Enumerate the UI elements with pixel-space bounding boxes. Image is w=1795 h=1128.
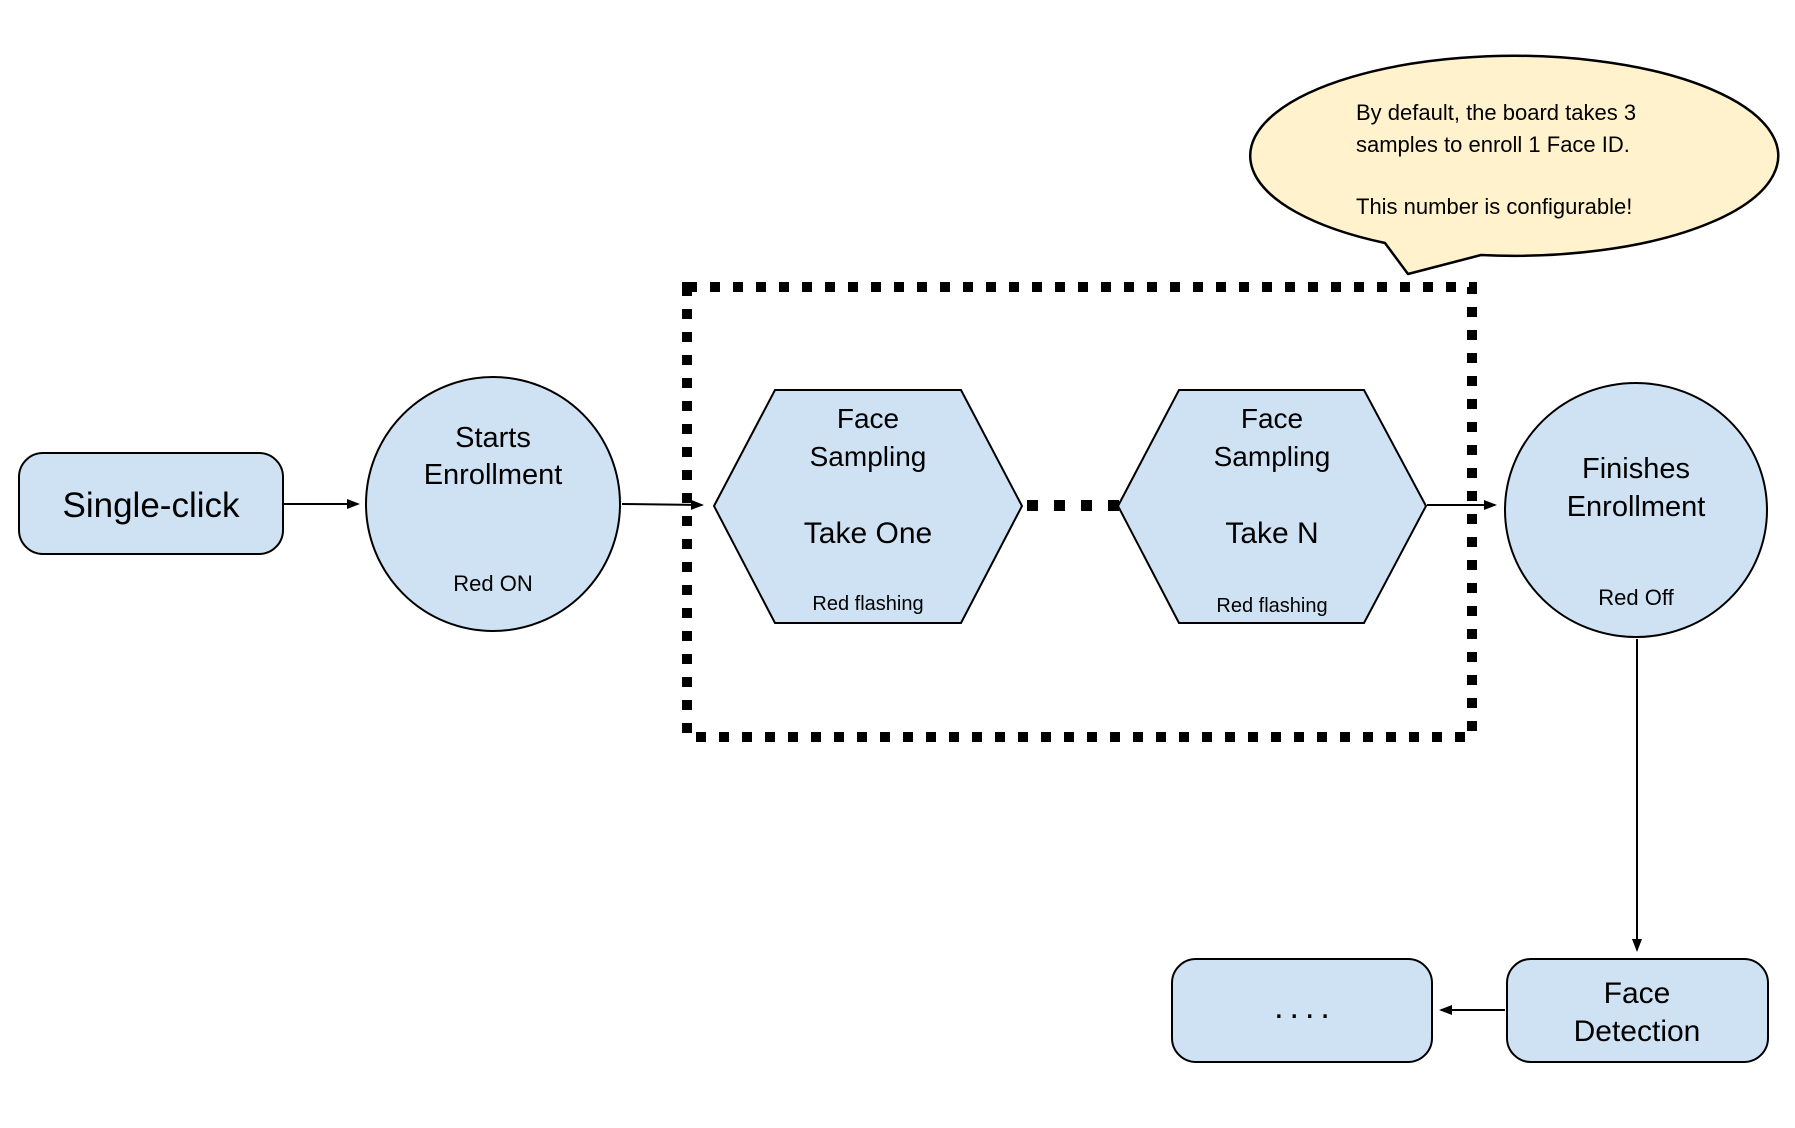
- sampling-n-status: Red flashing: [1216, 595, 1327, 617]
- callout-text-line3: This number is configurable!: [1356, 194, 1632, 219]
- starts-enrollment-status: Red ON: [453, 571, 532, 596]
- ellipsis-dot: [1054, 500, 1065, 511]
- continuation-label: ....: [1274, 988, 1336, 1026]
- node-single-click: Single-click: [18, 452, 284, 555]
- single-click-label: Single-click: [63, 486, 240, 525]
- starts-enrollment-circle: [365, 376, 621, 632]
- sampling-take-n-hexagon: [1116, 389, 1428, 624]
- sampling-group-dotted-border: [682, 282, 1477, 742]
- ellipsis-dot: [1027, 500, 1038, 511]
- callout-text-line1: By default, the board takes 3: [1356, 100, 1636, 125]
- sampling-one-take: Take One: [804, 517, 932, 550]
- sampling-take-one-hexagon: [712, 389, 1024, 624]
- node-sampling-take-n: Face Sampling Take N Red flashing: [1116, 389, 1428, 624]
- ellipsis-dot: [1081, 500, 1092, 511]
- finishes-enrollment-line1: Finishes: [1582, 453, 1690, 485]
- finishes-enrollment-status: Red Off: [1598, 585, 1674, 610]
- ellipsis-dot: [1108, 500, 1119, 511]
- sampling-one-status: Red flashing: [812, 593, 923, 615]
- node-sampling-take-one: Face Sampling Take One Red flashing: [712, 389, 1024, 624]
- finishes-enrollment-circle: [1504, 382, 1768, 638]
- sampling-n-line2: Sampling: [1214, 441, 1331, 472]
- node-finishes-enrollment: Finishes Enrollment Red Off: [1504, 382, 1768, 638]
- callout-bubble-shape: [1248, 54, 1780, 276]
- face-detection-box: [1506, 958, 1769, 1063]
- sampling-n-line1: Face: [1241, 403, 1303, 434]
- sampling-one-line1: Face: [837, 403, 899, 434]
- node-starts-enrollment: Starts Enrollment Red ON: [365, 376, 621, 632]
- callout-bubble: By default, the board takes 3 samples to…: [1248, 54, 1780, 276]
- arrow-starts-to-sampling: [621, 499, 704, 510]
- starts-enrollment-line2: Enrollment: [424, 459, 563, 491]
- sampling-n-take: Take N: [1225, 517, 1318, 550]
- sampling-ellipsis-dots: [1027, 500, 1119, 511]
- node-face-detection: Face Detection: [1506, 958, 1769, 1063]
- continuation-box: [1171, 958, 1433, 1063]
- starts-enrollment-line1: Starts: [455, 422, 531, 454]
- callout-text-line2: samples to enroll 1 Face ID.: [1356, 132, 1630, 157]
- face-detection-line2: Detection: [1574, 1015, 1701, 1048]
- face-detection-line1: Face: [1604, 977, 1671, 1010]
- node-continuation: ....: [1171, 958, 1433, 1063]
- sampling-one-line2: Sampling: [810, 441, 927, 472]
- finishes-enrollment-line2: Enrollment: [1567, 491, 1706, 523]
- single-click-box: [18, 452, 284, 555]
